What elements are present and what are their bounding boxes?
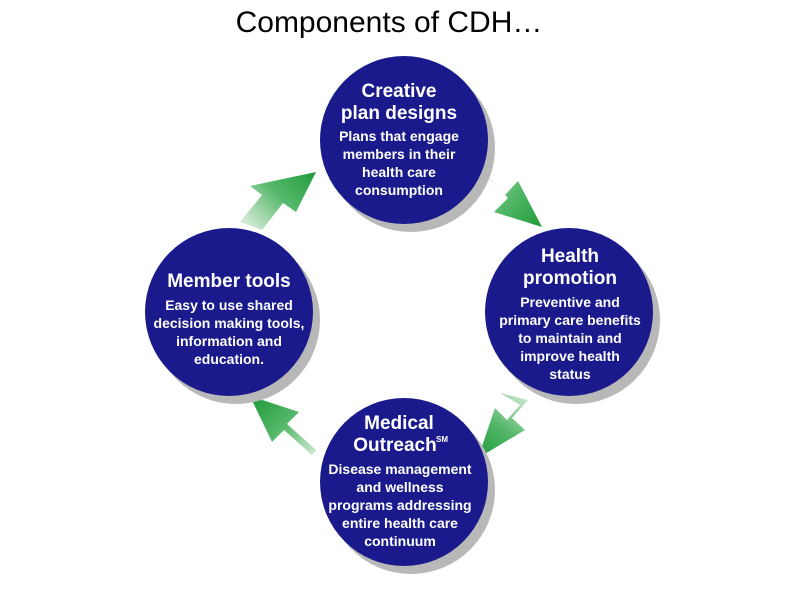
node-body-line: Plans that engage xyxy=(339,128,459,144)
node-body-line: members in their xyxy=(343,146,456,162)
node-title-line: Health xyxy=(541,246,599,267)
node-title-line: promotion xyxy=(523,268,617,289)
circle-member xyxy=(145,228,313,396)
slide-title: Components of CDH… xyxy=(235,6,543,39)
arrow-member-to-creative xyxy=(240,172,316,230)
service-mark: SM xyxy=(436,435,448,444)
node-medical: Medical Outreach SM Disease management a… xyxy=(328,413,472,549)
node-body-line: information and xyxy=(176,333,282,349)
circle-health xyxy=(485,228,653,396)
arrow-creative-to-health xyxy=(480,168,542,227)
node-body-line: and wellness xyxy=(356,479,443,495)
node-member: Member tools Easy to use shared decision… xyxy=(154,271,305,367)
node-body-line: Disease management xyxy=(328,461,472,477)
node-body-line: to maintain and xyxy=(518,330,621,346)
node-body-line: Preventive and xyxy=(520,294,620,310)
node-title-line: Member tools xyxy=(167,271,291,292)
node-title-line: plan designs xyxy=(341,103,457,124)
node-body-line: primary care benefits xyxy=(499,312,641,328)
node-body-line: continuum xyxy=(364,533,436,549)
node-body-line: consumption xyxy=(355,182,443,198)
node-body-line: entire health care xyxy=(342,515,458,531)
circle-creative xyxy=(320,56,488,224)
node-body-line: status xyxy=(549,366,590,382)
node-body-line: health care xyxy=(362,164,436,180)
arrow-health-to-medical xyxy=(478,393,528,458)
circle-medical xyxy=(320,398,488,566)
node-body-line: programs addressing xyxy=(328,497,471,513)
arrow-medical-to-member xyxy=(250,396,316,455)
node-body-line: improve health xyxy=(520,348,620,364)
node-health: Health promotion Preventive and primary … xyxy=(499,246,641,382)
node-body-line: decision making tools, xyxy=(154,315,305,331)
node-body-line: Easy to use shared xyxy=(165,297,293,313)
node-creative: Creative plan designs Plans that engage … xyxy=(339,81,459,198)
node-title-line: Medical xyxy=(364,413,434,434)
node-body-line: education. xyxy=(194,351,264,367)
node-title-line: Outreach xyxy=(353,435,436,456)
node-title-line: Creative xyxy=(362,81,437,102)
